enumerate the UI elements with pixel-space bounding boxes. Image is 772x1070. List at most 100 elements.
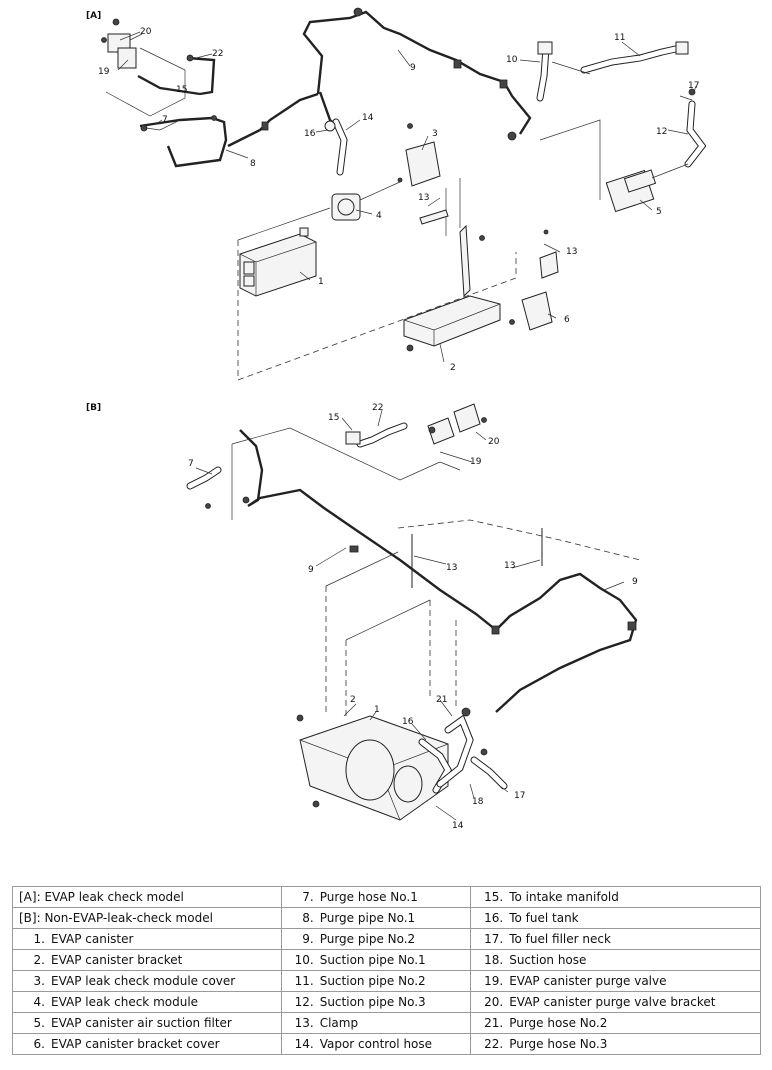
legend-text: Clamp [319, 1016, 359, 1030]
svg-text:4: 4 [376, 211, 382, 221]
svg-text:10: 10 [506, 55, 518, 65]
legend-cell: 5. EVAP canister air suction filter [12, 1012, 282, 1034]
legend-cell: 22. Purge hose No.3 [470, 1033, 761, 1055]
legend-cell: [B]: Non-EVAP-leak-check model [12, 907, 282, 929]
legend-text: Purge hose No.1 [319, 890, 418, 904]
svg-text:13: 13 [418, 193, 429, 203]
evap-canister-b [296, 714, 449, 821]
legend-key: 7. [302, 890, 314, 904]
legend-cell: 6. EVAP canister bracket cover [12, 1033, 282, 1055]
legend-key: 10. [294, 953, 314, 967]
legend-text: Suction pipe No.1 [319, 953, 426, 967]
legend-cell: 11. Suction pipe No.2 [280, 970, 472, 992]
exploded-parts-diagram: [A] [86, 7, 707, 831]
legend-key: [B]: [19, 911, 41, 925]
legend-cell: [A]: EVAP leak check model [12, 886, 282, 908]
legend-text: To fuel filler neck [509, 932, 611, 946]
svg-text:1: 1 [318, 277, 324, 287]
legend-cell: 8.Purge pipe No.1 [280, 907, 472, 929]
legend-key: 19. [484, 974, 504, 988]
legend-text: Non-EVAP-leak-check model [40, 911, 213, 925]
legend-row: 3.EVAP leak check module cover 11. Suction… [12, 970, 761, 992]
svg-text:20: 20 [488, 437, 500, 447]
legend-key: 1. [33, 932, 45, 946]
legend-text: EVAP canister air suction filter [51, 1016, 232, 1030]
svg-text:14: 14 [452, 821, 464, 831]
legend-cell: 18.Suction hose [470, 949, 761, 971]
legend-cell: 4.EVAP leak check module [12, 991, 282, 1013]
legend-text: Suction pipe No.3 [319, 995, 426, 1009]
section-a-label: [A] [86, 11, 101, 21]
purge-valve-assembly-a [101, 18, 143, 71]
svg-text:1: 1 [374, 705, 380, 715]
legend-key: 8. [302, 911, 314, 925]
svg-text:13: 13 [446, 563, 457, 573]
legend-key: 14. [294, 1037, 314, 1051]
svg-text:9: 9 [632, 577, 638, 587]
section-b-label: [B] [86, 403, 101, 413]
legend-key: 20. [484, 995, 504, 1009]
svg-text:15: 15 [328, 413, 339, 423]
svg-text:21: 21 [436, 695, 447, 705]
legend-text: EVAP canister bracket [51, 953, 183, 967]
svg-text:12: 12 [656, 127, 667, 137]
svg-text:2: 2 [350, 695, 356, 705]
svg-text:15: 15 [176, 85, 187, 95]
legend-key: 22. [484, 1037, 504, 1051]
section-a-diagram: [A] [86, 7, 707, 381]
svg-text:17: 17 [688, 81, 699, 91]
legend-cell: 17. To fuel filler neck [470, 928, 761, 950]
svg-text:20: 20 [140, 27, 152, 37]
svg-text:6: 6 [564, 315, 570, 325]
legend-key: 6. [33, 1037, 45, 1051]
svg-text:11: 11 [614, 33, 625, 43]
legend-key: 5. [33, 1016, 45, 1030]
legend-text: Purge hose No.3 [509, 1037, 608, 1051]
legend-text: Suction pipe No.2 [319, 974, 426, 988]
svg-text:7: 7 [162, 115, 168, 125]
legend-text: EVAP leak check module [51, 995, 199, 1009]
svg-text:22: 22 [212, 49, 223, 59]
legend-body: [A]: EVAP leak check model 7. Purge hose N… [12, 886, 761, 1055]
svg-text:14: 14 [362, 113, 374, 123]
section-b-diagram: [B] [86, 403, 641, 831]
svg-text:5: 5 [656, 207, 662, 217]
legend-key: 21. [484, 1016, 504, 1030]
legend-cell: 3.EVAP leak check module cover [12, 970, 282, 992]
svg-text:9: 9 [410, 63, 416, 73]
legend-text: EVAP leak check module cover [51, 974, 236, 988]
svg-text:2: 2 [450, 363, 456, 373]
legend-cell: 1. EVAP canister [12, 928, 282, 950]
svg-text:13: 13 [566, 247, 577, 257]
legend-text: Suction hose [509, 953, 587, 967]
svg-text:19: 19 [98, 67, 110, 77]
legend-key: 11. [294, 974, 314, 988]
svg-text:9: 9 [308, 565, 314, 575]
legend-cell: 14.Vapor control hose [280, 1033, 472, 1055]
svg-text:22: 22 [372, 403, 383, 413]
legend-text: To intake manifold [509, 890, 619, 904]
legend-cell: 20.EVAP canister purge valve bracket [470, 991, 761, 1013]
legend-cell: 15.To intake manifold [470, 886, 761, 908]
svg-text:18: 18 [472, 797, 484, 807]
legend-key: [A]: [19, 890, 41, 904]
svg-text:16: 16 [402, 717, 414, 727]
svg-text:7: 7 [188, 459, 194, 469]
legend-key: 17. [484, 932, 504, 946]
legend-cell: 19.EVAP canister purge valve [470, 970, 761, 992]
legend-cell: 2.EVAP canister bracket [12, 949, 282, 971]
legend-row: 6. EVAP canister bracket cover 14.Vapor co… [12, 1033, 761, 1055]
legend-key: 9. [302, 932, 314, 946]
legend-text: EVAP canister [51, 932, 134, 946]
legend-cell: 21. Purge hose No.2 [470, 1012, 761, 1034]
canister-bracket-a [403, 224, 501, 352]
svg-text:3: 3 [432, 129, 438, 139]
legend-text: Purge hose No.2 [509, 1016, 608, 1030]
legend-text: EVAP canister bracket cover [51, 1037, 220, 1051]
svg-text:8: 8 [250, 159, 256, 169]
svg-text:13: 13 [504, 561, 515, 571]
legend-text: To fuel tank [509, 911, 579, 925]
